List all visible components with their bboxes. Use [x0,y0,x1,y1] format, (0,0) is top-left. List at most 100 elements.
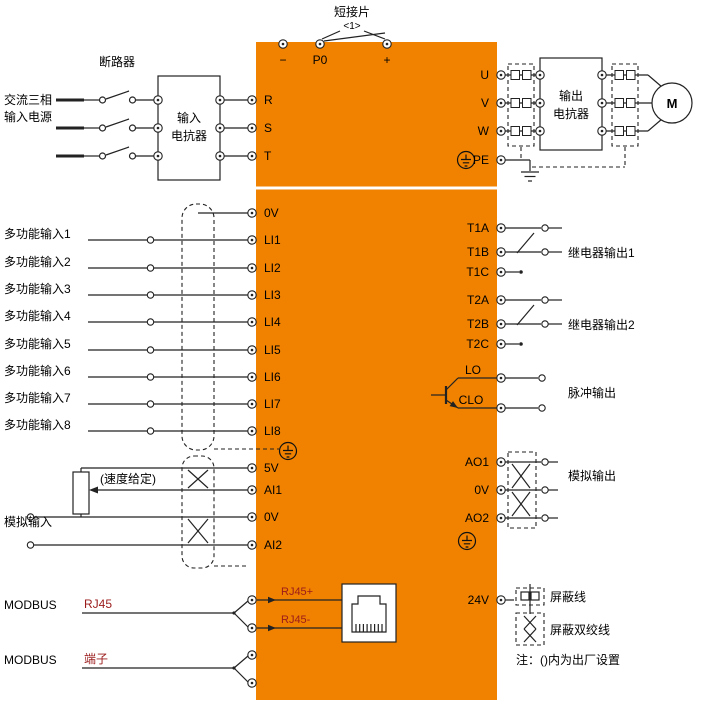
dc-p0-label: P0 [313,53,328,67]
analog-input-group-label: 模拟输入 [4,514,52,529]
terminal-ai1-label: AI1 [264,483,282,497]
terminal-li2-label: LI2 [264,261,281,275]
terminal-5v [247,463,257,473]
mf-input-7-label: 多功能输入7 [4,390,71,405]
relay-output-2-label: 继电器输出2 [568,317,635,332]
terminal-li4 [247,317,257,327]
output-reactor-label-2: 电抗器 [553,106,589,121]
analog-in-shield-box [181,455,215,569]
terminal-rj45-minus [247,623,257,633]
terminal-t2b [496,319,506,329]
terminal-v-label: V [481,96,489,110]
terminal-ao1 [496,457,506,467]
jumper-note: <1> [343,21,360,32]
terminal-t2c-label: T2C [466,337,489,351]
output-reactor-box [539,57,603,151]
terminal-v [496,98,506,108]
terminal-t2c [496,339,506,349]
legend-shield-icon [515,587,545,606]
terminal-0v-analog-label: 0V [264,510,279,524]
terminal-t1c-label: T1C [466,265,489,279]
transistor-emitter-arrow [449,401,458,408]
terminal-ai2-label: AI2 [264,538,282,552]
source-label-2: 输入电源 [4,109,52,124]
terminal-u [496,70,506,80]
terminal-t1c [496,267,506,277]
terminal-t-label: T [264,149,272,163]
rj45-minus-label: RJ45- [281,614,311,626]
analog-input-section: 5V AI1 0V AI2 (速度给定) 模拟输入 [4,455,282,569]
modbus-terminal-label: MODBUS [4,653,57,667]
input-reactor-label-1: 输入 [177,110,201,125]
terminal-li5 [247,345,257,355]
terminal-modbus-b [247,678,257,688]
terminal-0v-out [496,485,506,495]
mf-input-8-label: 多功能输入8 [4,417,71,432]
terminal-t1a [496,223,506,233]
output-reactor-label-1: 输出 [559,88,583,103]
terminal-ao1-label: AO1 [465,455,489,469]
terminal-li6 [247,372,257,382]
mf-input-4-label: 多功能输入4 [4,308,71,323]
modbus-rj45-sub-label: RJ45 [84,597,112,611]
terminal-ai2 [247,540,257,550]
terminal-pe [496,155,506,165]
terminal-ao2-label: AO2 [465,511,489,525]
terminal-li7-label: LI7 [264,397,281,411]
terminal-w [496,126,506,136]
terminal-li4-label: LI4 [264,315,281,329]
terminal-ao2 [496,513,506,523]
terminal-li3-label: LI3 [264,288,281,302]
terminal-t1b [496,247,506,257]
dc-minus-label: − [279,53,286,67]
modbus-terminal-sub-label: 端子 [84,652,108,666]
legend-note: 注：()内为出厂设置 [516,652,620,667]
mf-input-3-label: 多功能输入3 [4,281,71,296]
pulse-output-label: 脉冲输出 [568,385,616,400]
terminal-t2b-label: T2B [467,317,489,331]
motor-circle [651,82,693,124]
terminal-t1a-label: T1A [467,221,489,235]
motor-label: M [667,96,678,111]
terminal-p0 [315,39,325,49]
terminal-0v-analog [247,512,257,522]
terminal-lo [496,373,506,383]
terminal-ai1 [247,485,257,495]
modbus-rj45-label: MODBUS [4,598,57,612]
terminal-li2 [247,263,257,273]
source-label-1: 交流三相 [4,92,52,107]
rj45-jack-icon [341,583,397,643]
dc-plus-label: + [383,53,390,67]
jumper-label: 短接片 [334,4,370,19]
aux-power-section: 24V [468,593,514,607]
digital-shield-box [181,203,215,451]
analog-output-section: AO1 0V AO2 模拟输出 [457,451,616,551]
terminal-modbus-a [247,650,257,660]
terminal-w-label: W [478,124,490,138]
terminal-li6-label: LI6 [264,370,281,384]
terminal-li8-label: LI8 [264,424,281,438]
terminal-t1b-label: T1B [467,245,489,259]
legend-twisted-label: 屏蔽双绞线 [550,622,610,637]
terminal-0v-digital-label: 0V [264,206,279,220]
input-power-section: 断路器 交流三相 输入电源 输入 电抗器 R S T [4,54,273,181]
terminal-li1 [247,235,257,245]
terminal-0v-digital [247,208,257,218]
shield-clamp-box-2 [611,63,639,147]
potentiometer [72,471,90,515]
shield-clamp-box-1 [507,63,535,147]
terminal-s-label: S [264,121,272,135]
terminal-dc-plus [382,39,392,49]
mf-input-2-label: 多功能输入2 [4,254,71,269]
output-power-section: M U V W 输出 电抗器 PE [456,57,693,182]
terminal-li7 [247,399,257,409]
terminal-t2a-label: T2A [467,293,489,307]
terminal-24v-label: 24V [468,593,489,607]
digital-input-section: 0V 多功能输入1 LI1 多功能输入2 LI2 多功能输入3 LI3 多功能输… [4,203,298,461]
terminal-pe-label: PE [473,153,489,167]
relay-output-2: T2A T2B T2C 继电器输出2 [466,293,635,351]
speed-ref-label: (速度给定) [100,471,156,486]
legend-shield-label: 屏蔽线 [550,590,586,604]
